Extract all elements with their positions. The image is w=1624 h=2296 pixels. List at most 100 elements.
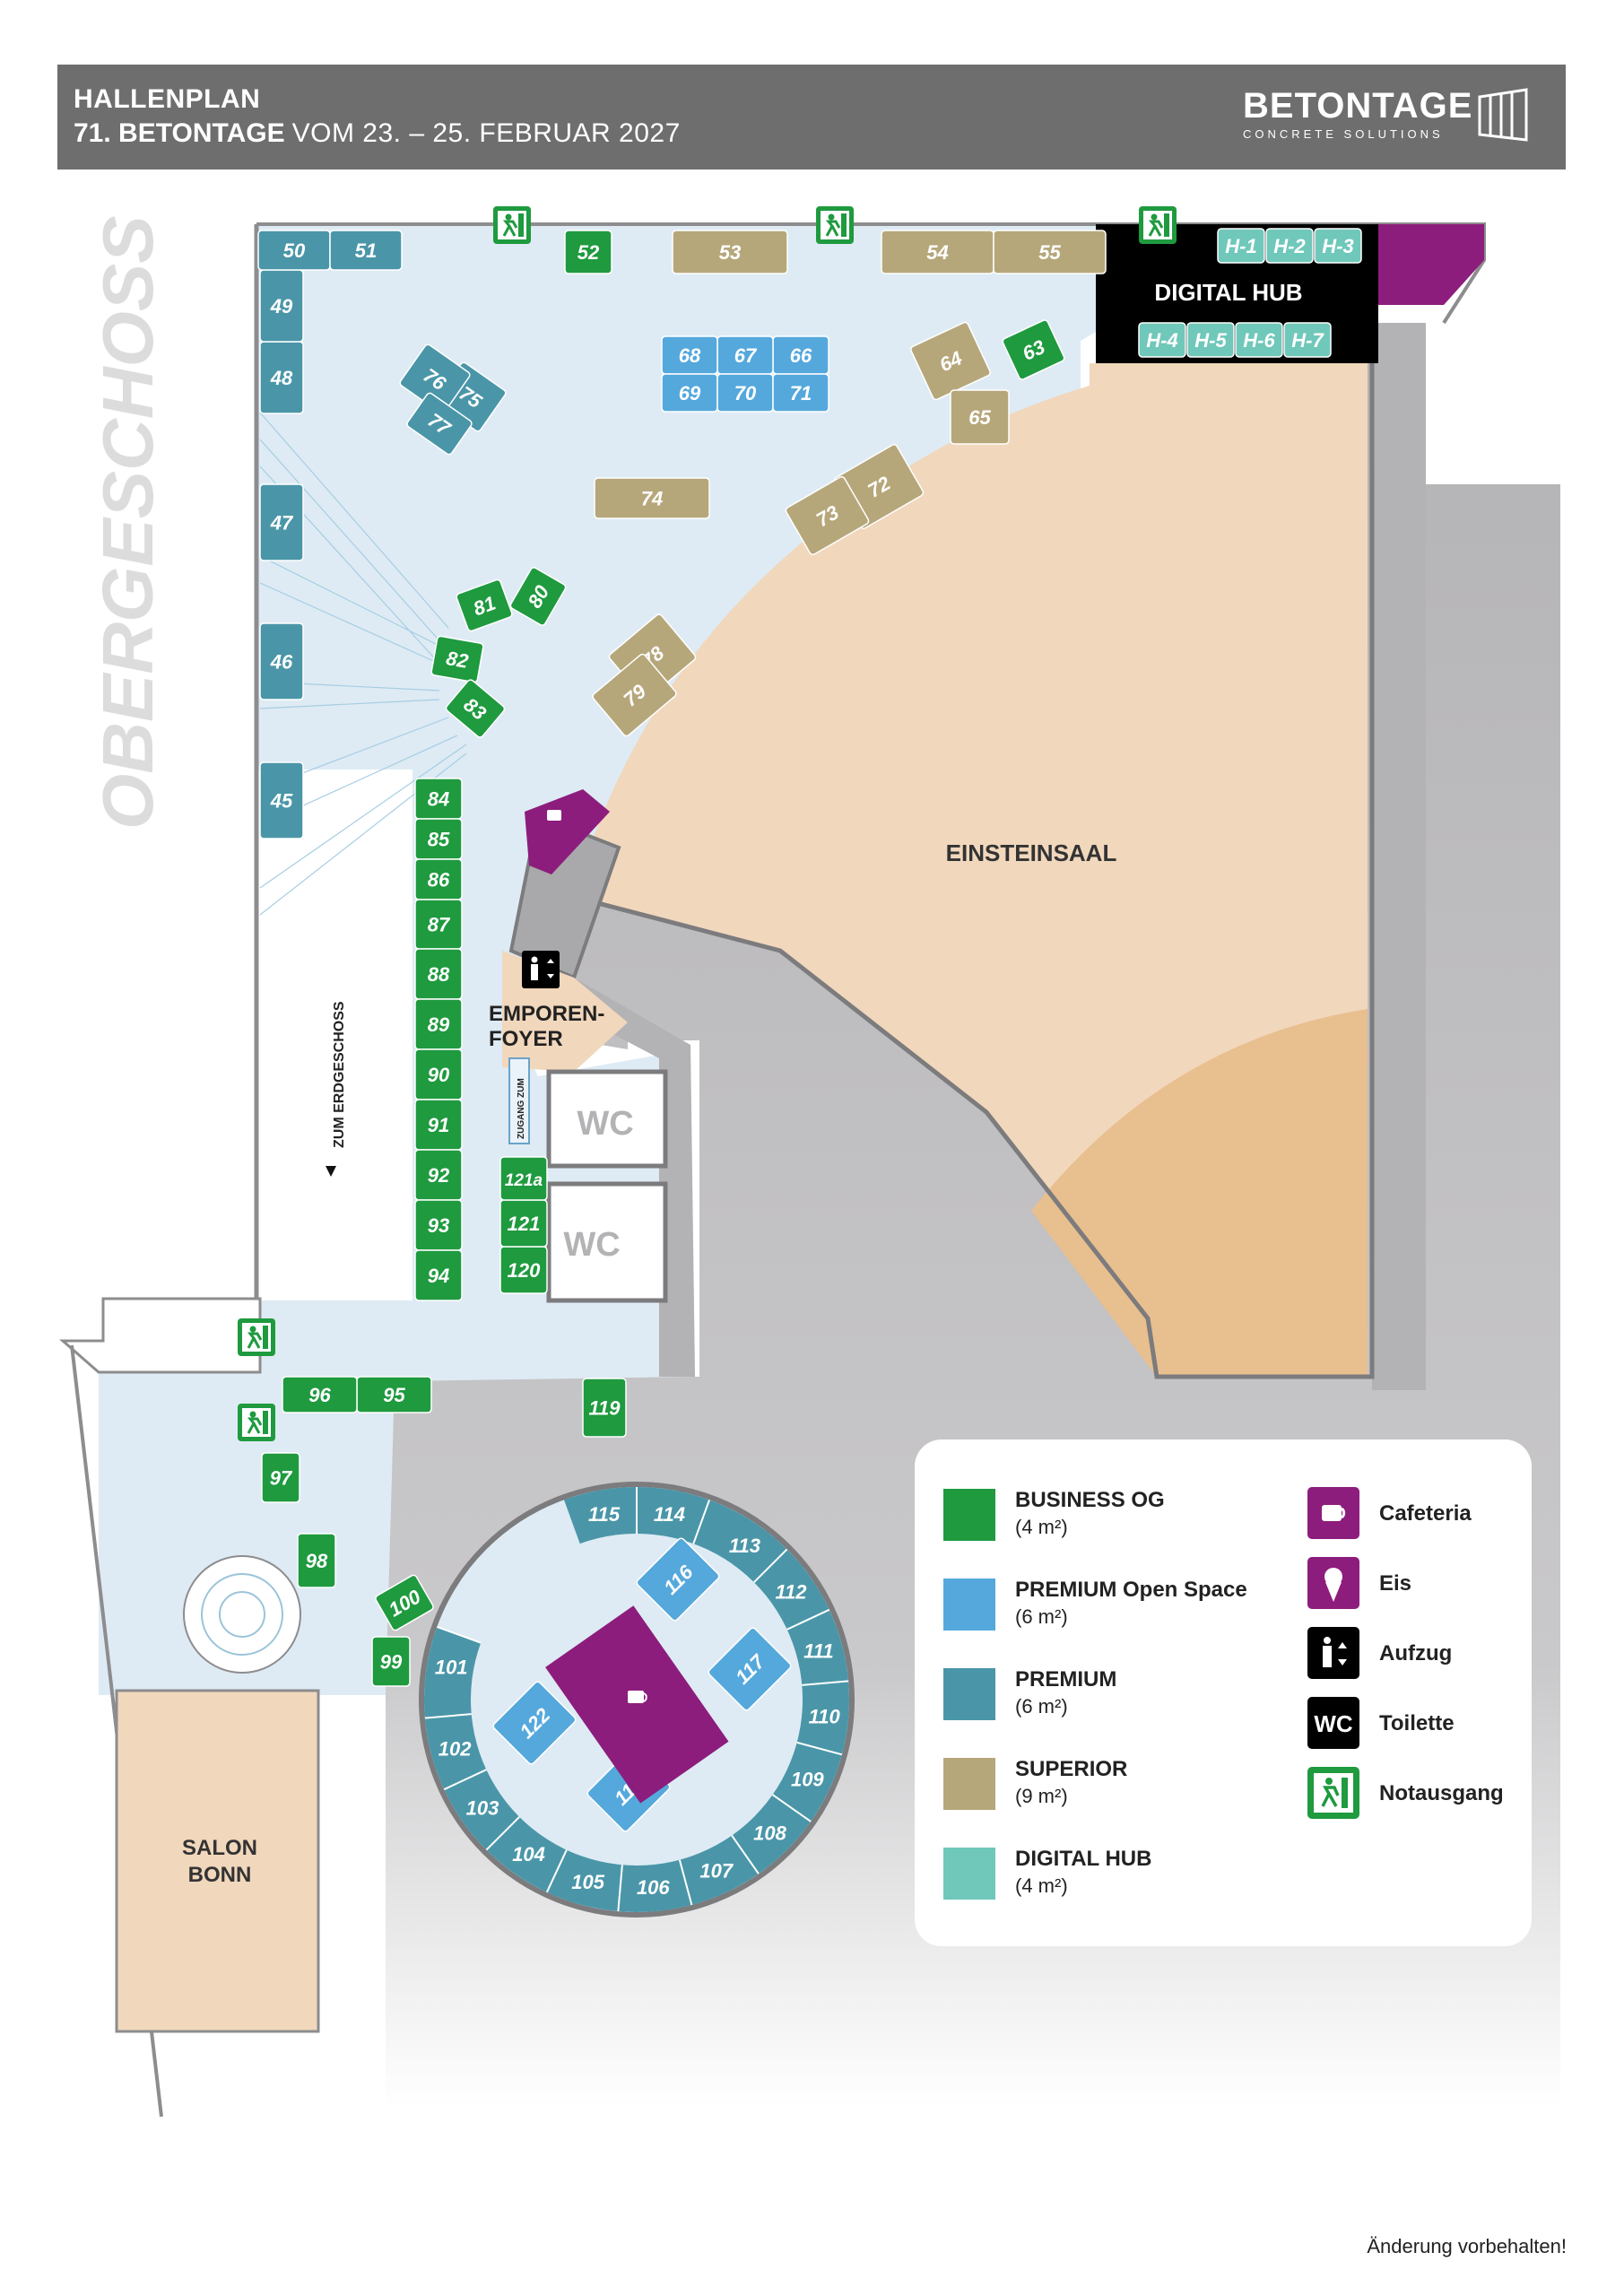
booth-number: 88 — [428, 963, 450, 986]
booth-97[interactable]: 97 — [261, 1452, 300, 1503]
booth-120[interactable]: 120 — [499, 1246, 548, 1294]
booth-89[interactable]: 89 — [414, 998, 463, 1050]
booth-65[interactable]: 65 — [950, 389, 1010, 445]
booth-113[interactable]: 113 — [729, 1535, 760, 1557]
booth-85[interactable]: 85 — [414, 818, 463, 860]
booth-82[interactable]: 82 — [430, 635, 484, 683]
booth-number: 87 — [428, 914, 451, 936]
booth-48[interactable]: 48 — [259, 341, 304, 414]
booth-number: 93 — [428, 1214, 449, 1237]
emergency-exit-icon — [1307, 1767, 1359, 1819]
booth-71[interactable]: 71 — [772, 373, 829, 413]
booth-99[interactable]: 99 — [371, 1636, 411, 1687]
booth-47[interactable]: 47 — [259, 483, 304, 561]
booth-63[interactable]: 63 — [1002, 319, 1065, 381]
booth-51[interactable]: 51 — [329, 230, 403, 271]
booth-H-1[interactable]: H-1 — [1217, 228, 1265, 264]
booth-96[interactable]: 96 — [282, 1376, 358, 1413]
booth-108[interactable]: 108 — [753, 1822, 786, 1844]
booth-50[interactable]: 50 — [257, 230, 331, 271]
booth-83[interactable]: 83 — [445, 678, 506, 738]
digital-hub-label: DIGITAL HUB — [1154, 279, 1302, 306]
booth-107[interactable]: 107 — [699, 1859, 734, 1882]
booth-number: 49 — [270, 295, 293, 317]
booth-H-6[interactable]: H-6 — [1235, 322, 1283, 358]
booth-H-4[interactable]: H-4 — [1138, 322, 1186, 358]
booth-54[interactable]: 54 — [881, 230, 994, 274]
booth-115[interactable]: 115 — [588, 1503, 621, 1526]
booth-53[interactable]: 53 — [672, 230, 788, 274]
booth-84[interactable]: 84 — [414, 778, 463, 820]
booth-67[interactable]: 67 — [716, 335, 774, 375]
booth-104[interactable]: 104 — [512, 1843, 545, 1866]
booth-H-3[interactable]: H-3 — [1314, 228, 1362, 264]
booth-68[interactable]: 68 — [661, 335, 718, 375]
booth-105[interactable]: 105 — [571, 1871, 604, 1893]
booth-divider — [771, 1794, 812, 1822]
booth-95[interactable]: 95 — [356, 1376, 432, 1413]
booth-121a[interactable]: 121a — [499, 1156, 548, 1201]
booth-100[interactable]: 100 — [374, 1574, 434, 1631]
booth-86[interactable]: 86 — [414, 858, 463, 900]
booth-80[interactable]: 80 — [509, 566, 567, 626]
booth-shape — [708, 1627, 792, 1711]
booth-45[interactable]: 45 — [259, 761, 304, 839]
booth-shape — [375, 1574, 434, 1631]
legend-name: BUSINESS OG — [1015, 1488, 1165, 1512]
booth-112[interactable]: 112 — [775, 1581, 807, 1604]
booth-66[interactable]: 66 — [772, 335, 829, 375]
booth-shape — [297, 1533, 336, 1588]
booth-shape — [1265, 228, 1314, 264]
booth-106[interactable]: 106 — [637, 1876, 670, 1899]
booth-102[interactable]: 102 — [439, 1737, 472, 1760]
booth-H-5[interactable]: H-5 — [1186, 322, 1235, 358]
booth-number: 119 — [588, 1397, 621, 1420]
booth-93[interactable]: 93 — [414, 1199, 463, 1251]
booth-81[interactable]: 81 — [456, 578, 513, 632]
booth-90[interactable]: 90 — [414, 1048, 463, 1100]
booth-64[interactable]: 64 — [910, 321, 992, 401]
booth-101[interactable]: 101 — [435, 1657, 468, 1679]
booth-116[interactable]: 116 — [636, 1537, 721, 1622]
booth-103[interactable]: 103 — [466, 1796, 499, 1819]
booth-number: 84 — [428, 788, 449, 811]
booth-119[interactable]: 119 — [582, 1378, 627, 1438]
booth-H-7[interactable]: H-7 — [1283, 322, 1332, 358]
booth-110[interactable]: 110 — [809, 1705, 841, 1727]
booth-122[interactable]: 122 — [492, 1681, 578, 1766]
booth-76[interactable]: 76 — [399, 344, 472, 414]
booth-number: 47 — [270, 512, 294, 535]
booth-77[interactable]: 77 — [406, 392, 473, 456]
booth-79[interactable]: 79 — [591, 653, 677, 737]
booth-divider — [786, 1608, 830, 1631]
cafeteria-kiosk[interactable] — [525, 789, 610, 874]
booth-92[interactable]: 92 — [414, 1149, 463, 1201]
booth-121[interactable]: 121 — [499, 1199, 548, 1248]
booth-shape — [259, 622, 304, 700]
booth-91[interactable]: 91 — [414, 1099, 463, 1151]
booth-111[interactable]: 111 — [803, 1640, 833, 1663]
booth-87[interactable]: 87 — [414, 899, 463, 950]
cafeteria-bar[interactable] — [545, 1605, 729, 1804]
booth-divider — [485, 1816, 520, 1851]
cup-icon — [628, 1691, 647, 1703]
booth-98[interactable]: 98 — [297, 1533, 336, 1588]
booth-74[interactable]: 74 — [594, 477, 710, 519]
booth-number: H-3 — [1322, 235, 1353, 257]
booth-117[interactable]: 117 — [708, 1627, 793, 1712]
booth-H-2[interactable]: H-2 — [1265, 228, 1314, 264]
booth-73[interactable]: 73 — [785, 475, 870, 556]
booth-52[interactable]: 52 — [564, 230, 612, 274]
booth-70[interactable]: 70 — [716, 373, 774, 413]
booth-109[interactable]: 109 — [791, 1769, 824, 1791]
booth-55[interactable]: 55 — [993, 230, 1107, 274]
salon-label-2: BONN — [188, 1863, 252, 1887]
booth-46[interactable]: 46 — [259, 622, 304, 700]
booth-94[interactable]: 94 — [414, 1249, 463, 1301]
booth-number: 86 — [428, 869, 450, 891]
booth-49[interactable]: 49 — [259, 269, 304, 343]
booth-69[interactable]: 69 — [661, 373, 718, 413]
booth-88[interactable]: 88 — [414, 948, 463, 1000]
booth-114[interactable]: 114 — [654, 1503, 685, 1526]
